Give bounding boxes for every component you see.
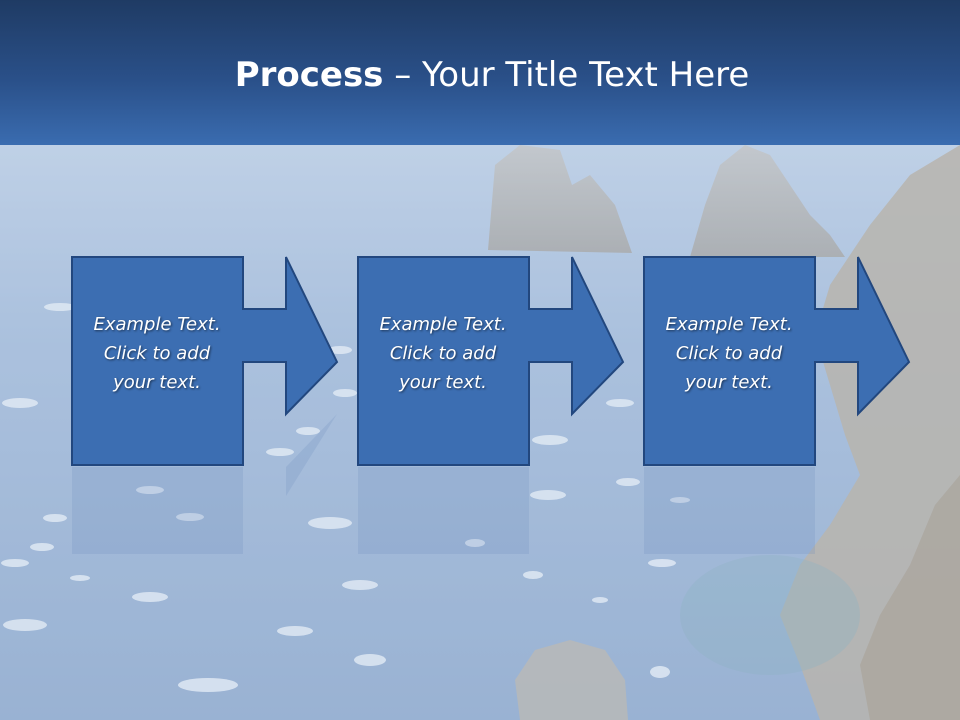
process-step-2[interactable]: Example Text. Click to add your text. [357, 256, 635, 468]
step-3-reflection [643, 466, 921, 678]
slide-title[interactable]: Process – Your Title Text Here [0, 52, 960, 98]
step-1-reflection [71, 414, 349, 678]
step-text[interactable]: Example Text. Click to add your text. [665, 314, 793, 393]
step-shape [357, 256, 625, 466]
reflection-shape [644, 467, 815, 554]
process-step-3[interactable]: Example Text. Click to add your text. [643, 256, 921, 468]
title-rest: – Your Title Text Here [383, 55, 750, 95]
step-text[interactable]: Example Text. Click to add your text. [379, 314, 507, 393]
title-bold: Process [234, 55, 384, 95]
process-step-1[interactable]: Example Text. Click to add your text. [71, 256, 349, 468]
step-2-reflection [357, 466, 635, 678]
step-text[interactable]: Example Text. Click to add your text. [93, 314, 221, 393]
step-shape [71, 256, 339, 466]
reflection-shape [358, 467, 529, 554]
reflection-shape [72, 414, 337, 554]
header-band [0, 0, 960, 145]
step-shape [643, 256, 911, 466]
